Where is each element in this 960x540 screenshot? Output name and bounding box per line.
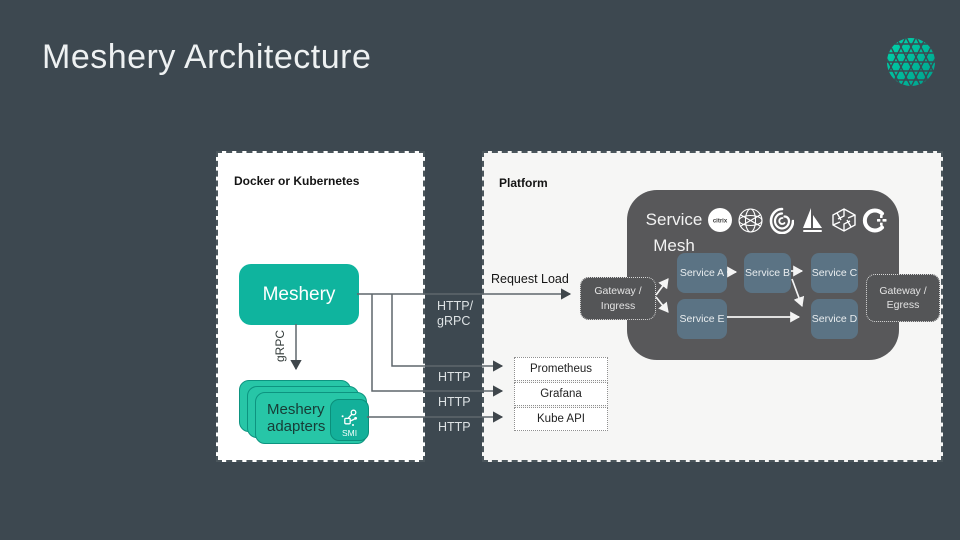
service-e-label: Service E: [679, 313, 725, 325]
http-grpc-line1: HTTP/: [437, 299, 474, 313]
smi-badge[interactable]: SMI: [330, 399, 369, 441]
meshery-node[interactable]: Meshery: [239, 264, 359, 325]
mesh-sphere-logo-icon: [737, 206, 764, 234]
istio-sailboat-logo-icon: [799, 206, 826, 234]
smi-network-icon: [341, 409, 357, 426]
service-mesh-container: Service Mesh citrix: [627, 190, 899, 360]
gateway-egress-label: Gateway / Egress: [879, 284, 927, 311]
meshery-node-label: Meshery: [262, 283, 336, 305]
grafana-label: Grafana: [540, 388, 582, 400]
mesh-maze-logo-icon: [830, 206, 857, 234]
page-title: Meshery Architecture: [42, 38, 372, 76]
svg-text:citrix: citrix: [712, 219, 727, 225]
kube-api-node[interactable]: Kube API: [514, 407, 608, 431]
http-grpc-connection-label: HTTP/ gRPC: [437, 299, 473, 329]
request-load-label: Request Load: [491, 272, 569, 286]
gateway-egress-node[interactable]: Gateway / Egress: [866, 274, 940, 322]
service-b-label: Service B: [745, 267, 790, 279]
service-c-label: Service C: [811, 267, 858, 279]
prometheus-label: Prometheus: [529, 363, 592, 375]
citrix-logo-icon: citrix: [706, 206, 733, 234]
service-e-node[interactable]: Service E: [677, 299, 727, 339]
platform-panel: Platform Service Mesh citrix: [482, 151, 943, 462]
kube-api-label: Kube API: [537, 413, 585, 425]
service-c-node[interactable]: Service C: [811, 253, 858, 293]
meshery-adapters-label: Meshery adapters: [267, 400, 326, 435]
docker-kubernetes-panel: Docker or Kubernetes Meshery gRPC Mesher…: [216, 151, 425, 462]
platform-panel-label: Platform: [499, 176, 548, 190]
grpc-arrow-label: gRPC: [273, 330, 287, 363]
c-crosshair-logo-icon: [861, 206, 888, 234]
gateway-ingress-node[interactable]: Gateway / Ingress: [580, 277, 656, 320]
swirl-logo-icon: [768, 206, 795, 234]
http-connection-label: HTTP: [438, 395, 471, 409]
service-mesh-title: Service Mesh: [645, 210, 703, 255]
service-d-node[interactable]: Service D: [811, 299, 858, 339]
service-a-node[interactable]: Service A: [677, 253, 727, 293]
smi-badge-label: SMI: [341, 428, 358, 438]
prometheus-node[interactable]: Prometheus: [514, 357, 608, 381]
left-panel-label: Docker or Kubernetes: [234, 174, 360, 188]
service-mesh-logo-row: citrix: [706, 206, 888, 234]
service-b-node[interactable]: Service B: [744, 253, 791, 293]
service-d-label: Service D: [811, 313, 858, 325]
service-a-label: Service A: [679, 267, 725, 279]
grafana-node[interactable]: Grafana: [514, 382, 608, 406]
meshery-logo-icon: [887, 38, 935, 86]
http-connection-label: HTTP: [438, 420, 471, 434]
http-grpc-line2: gRPC: [437, 314, 471, 328]
http-connection-label: HTTP: [438, 370, 471, 384]
gateway-ingress-label: Gateway / Ingress: [594, 285, 642, 312]
